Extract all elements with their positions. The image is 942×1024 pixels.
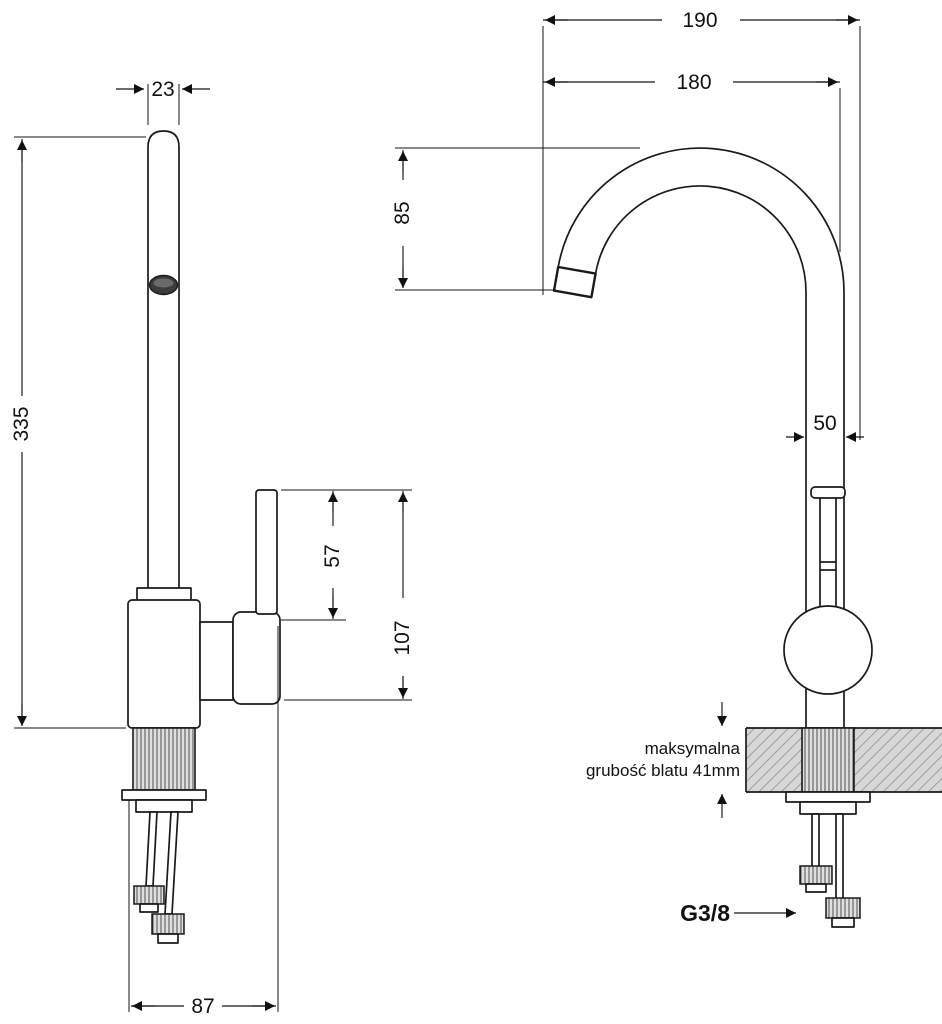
faucet-body [127,599,201,729]
threaded-shank [132,727,196,791]
hose-fitting-1-cap [139,903,159,913]
handle-lever [255,489,278,615]
countertop-thickness-annotation: maksymalna grubość blatu 41mm [586,702,741,818]
hose-fitting-right-1-cap [805,883,827,893]
countertop-note-line2: grubość blatu 41mm [586,761,740,780]
dim-body-width-label: 50 [813,412,836,435]
hose-fitting-right-2 [825,897,861,919]
dim-handle-length: 57 [281,489,412,621]
thread-spec-annotation: G3/8 [680,900,796,926]
dim-base-depth-label: 87 [191,995,214,1018]
supply-hose-2 [164,811,179,915]
mixing-sphere [783,605,873,695]
dim-body-height-label: 107 [391,620,414,655]
right-view: 190 180 85 50 [391,9,942,928]
dim-spout-width-label: 23 [151,78,174,101]
dim-spout-drop: 85 [391,147,640,291]
dim-total-height: 335 [10,136,146,729]
dim-body-height: 107 [284,491,414,701]
handle-neck [199,621,234,701]
dim-spout-reach: 180 [543,71,841,252]
supply-stud-2 [835,813,844,901]
dim-body-width: 50 [786,412,864,442]
dim-total-reach: 190 [542,9,861,440]
dim-handle-length-label: 57 [321,544,344,567]
handle-cap [810,486,846,499]
dim-total-reach-label: 190 [682,9,717,32]
mounting-washer-right [785,791,871,803]
dim-base-depth: 87 [128,626,279,1018]
aerator-highlight [153,278,174,288]
thread-spec-label: G3/8 [680,900,730,926]
spout-arc-inner [594,185,807,293]
spout-tube [147,130,180,591]
handle-hub [232,611,281,705]
hose-fitting-right-1 [799,865,833,885]
supply-hose-1 [145,811,158,887]
countertop-note-line1: maksymalna [645,739,741,758]
hose-fitting-2 [151,913,185,935]
dim-spout-reach-label: 180 [676,71,711,94]
threaded-shank-right [801,727,855,793]
dim-spout-width: 23 [116,78,210,125]
dim-total-height-label: 335 [10,406,33,441]
left-view: 23 335 57 107 [10,78,414,1018]
spout-nozzle-tip [552,265,597,299]
dim-spout-drop-label: 85 [391,201,414,224]
spout-arc-fill [558,148,844,292]
handle-rod [819,496,837,610]
supply-stud-1 [811,813,820,869]
hose-fitting-1 [133,885,165,905]
mounting-washer [121,789,207,801]
hose-fitting-2-cap [157,933,179,944]
spout-arc-outer [557,147,845,293]
mounting-nut [135,799,193,813]
hose-fitting-right-2-cap [831,917,855,928]
mounting-nut-right [799,801,857,815]
